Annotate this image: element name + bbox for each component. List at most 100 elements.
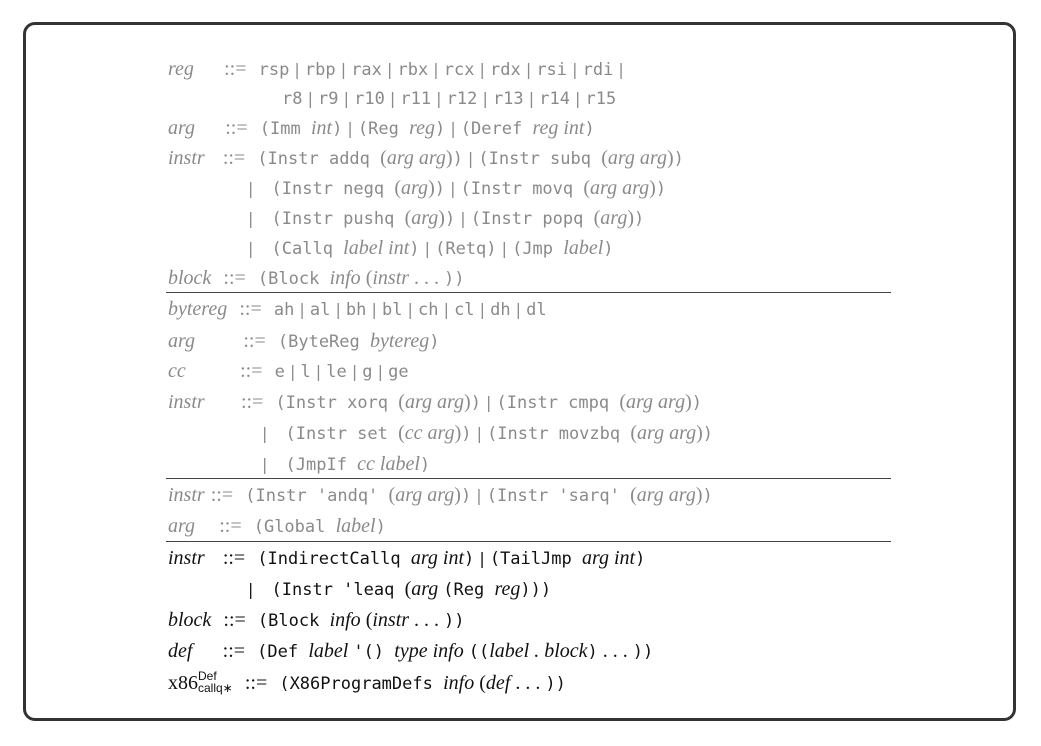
terminal-token: (Instr pushq [271,209,405,229]
subscript: callq∗ [198,681,233,695]
grammar-line: instr ::= (IndirectCallq arg int) | (Tai… [168,548,645,569]
terminal-token: (ByteReg [277,332,370,352]
spacer [263,360,275,382]
produces-symbol: ::= [225,117,248,139]
meta-variable: def [485,672,511,694]
meta-variable: arg arg [395,484,455,506]
terminal-token: (Instr subq [478,149,602,169]
produces-symbol: ::= [219,515,242,537]
produces-symbol: ::= [243,330,266,352]
terminal-token: (Def [257,642,309,662]
punctuation: . . . [409,609,445,631]
alternative-bar: | [419,239,436,258]
terminal-token: r10 [354,89,385,109]
grammar-line: arg ::= (Global label) [168,516,386,537]
grammar-line: | (JmpIf cc label) [262,454,430,475]
grammar-line: | (Instr set (cc arg)) | (Instr movzbq (… [262,423,713,444]
spacer [245,147,257,169]
terminal-token: ) [655,179,667,199]
alternative-bar: | [366,300,382,319]
alternative-bar: | [310,362,327,381]
punctuation: ) [454,484,461,506]
terminal-token: ) [419,455,431,475]
meta-variable: bytereg [370,330,430,352]
nonterminal: cc [168,360,186,382]
alternative-bar: | [520,60,537,79]
spacer [247,58,259,80]
alternative-bar: | [462,149,479,168]
produces-symbol: ::= [223,609,246,631]
alternative-bar: | [302,89,319,108]
alternative-bar: | [480,393,497,412]
terminal-token: ch [418,300,439,320]
produces-symbol: ::= [210,484,234,506]
punctuation: ( [380,147,387,169]
terminal-token: )) [632,642,654,662]
grammar-line: instr ::= (Instr addq (arg arg)) | (Inst… [168,148,684,169]
meta-variable: info [443,672,480,694]
grammar-line: arg ::= (ByteReg bytereg) [168,331,439,352]
grammar-line: block ::= (Block info (instr . . . )) [168,268,465,289]
alternative-bar: | [445,119,461,138]
grammar-line: r8 | r9 | r10 | r11 | r12 | r13 | r14 | … [282,88,616,109]
alternative-bar: | [262,424,268,443]
punctuation: . . . [409,267,445,289]
terminal-token: ah [273,300,295,320]
terminal-token: ) [452,149,463,169]
terminal-token: ) [584,119,595,139]
terminal-token: (Callq [271,239,344,259]
terminal-token: r8 [282,89,303,109]
meta-variable: arg [600,207,628,229]
terminal-token: ) [434,179,445,199]
spacer [246,267,258,289]
nonterminal: def [168,640,193,662]
punctuation: ( [601,147,608,169]
terminal-token: (Instr xorq [275,393,399,413]
punctuation: ( [630,422,638,444]
punctuation: ) [649,177,656,199]
spacer [266,330,278,352]
terminal-token: ) [702,486,713,506]
terminal-token: rax [351,60,382,80]
alternative-bar: | [384,89,401,108]
terminal-token: al [309,300,331,320]
alternative-bar: | [474,549,490,568]
meta-variable: reg [494,578,521,600]
terminal-token: cl [454,300,475,320]
produces-symbol: ::= [224,58,247,80]
terminal-token: ) [375,517,386,537]
terminal-token: (Block [257,611,330,631]
terminal-token: g [362,362,373,382]
spacer [205,547,223,569]
punctuation: ( [398,422,405,444]
terminal-token: (Instr addq [257,149,381,169]
meta-variable: arg [401,177,429,199]
terminal-token: (Instr movq [460,179,584,199]
section-divider [166,478,891,479]
punctuation: ) [454,422,462,444]
grammar-line: cc ::= e | l | le | g | ge [168,361,409,382]
alternative-bar: | [372,362,389,381]
terminal-token: (Deref [460,119,533,139]
spacer [211,267,223,289]
terminal-token: ) [460,486,472,506]
produces-symbol: ::= [223,267,246,289]
punctuation: ( [365,609,373,631]
punctuation: ( [398,391,405,413]
punctuation: . . . [510,672,546,694]
meta-variable: label [563,237,604,259]
punctuation: ( [593,207,601,229]
meta-variable: info [329,609,366,631]
meta-variable: label . block [489,640,588,662]
alternative-bar: | [289,60,305,79]
alternative-bar: | [455,209,471,228]
meta-variable: info [329,267,366,289]
punctuation: ( [630,484,637,506]
punctuation: ) [627,207,634,229]
terminal-token: ) [429,332,440,352]
terminal-token: rdi [582,60,614,80]
spacer [246,609,258,631]
terminal-token: (Block [257,269,330,289]
